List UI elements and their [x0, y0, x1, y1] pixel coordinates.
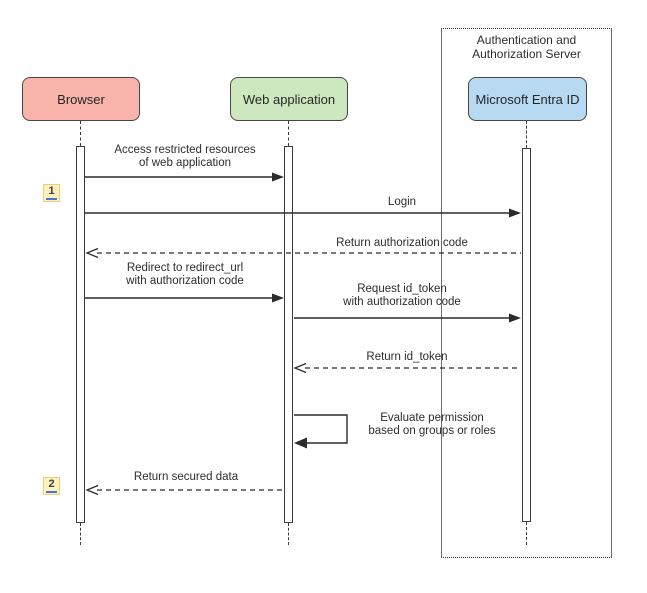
entra-activation-bar [522, 148, 531, 522]
message-label-return-secured-data: Return secured data [133, 471, 239, 483]
step-2-badge[interactable]: 2 [43, 477, 60, 495]
arrowhead-icon [294, 437, 307, 449]
message-label-login: Login [387, 196, 417, 208]
step-1-number: 1 [46, 186, 57, 200]
step-1-badge[interactable]: 1 [43, 184, 60, 202]
evaluate-permission-self-arrow [294, 414, 348, 449]
open-arrowhead-icon [85, 484, 99, 496]
actor-microsoft-entra-id: Microsoft Entra ID [468, 77, 587, 121]
browser-lifeline-tail [80, 523, 81, 545]
access-restricted-arrow [85, 172, 284, 182]
browser-activation-bar [76, 146, 85, 523]
arrowhead-icon [272, 172, 284, 182]
actor-web-application-label: Web application [242, 91, 336, 107]
return-id-token-arrow [293, 362, 521, 374]
step-2-number: 2 [46, 479, 57, 493]
web-application-lifeline-tail [288, 523, 289, 545]
message-label-return-auth-code: Return authorization code [336, 237, 468, 249]
message-label-redirect: Redirect to redirect_url with authorizat… [126, 262, 244, 287]
browser-lifeline [80, 121, 81, 146]
message-label-return-id-token: Return id_token [366, 351, 448, 363]
web-application-activation-bar [284, 146, 293, 523]
web-application-lifeline [288, 121, 289, 146]
auth-server-group-label: Authentication and Authorization Server [472, 33, 581, 61]
arrowhead-icon [509, 208, 521, 218]
actor-browser: Browser [22, 77, 140, 121]
open-arrowhead-icon [85, 247, 99, 259]
actor-browser-label: Browser [57, 91, 105, 107]
message-label-access-restricted: Access restricted resources of web appli… [114, 144, 256, 169]
request-id-token-arrow [294, 313, 521, 323]
message-label-request-id-token: Request id_token with authorization code [343, 283, 461, 308]
entra-lifeline [526, 121, 527, 148]
return-auth-code-arrow [85, 247, 521, 259]
auth-server-group: Authentication and Authorization Server [441, 28, 612, 558]
redirect-arrow [85, 293, 284, 303]
actor-microsoft-entra-id-label: Microsoft Entra ID [475, 91, 580, 107]
entra-lifeline-tail [526, 522, 527, 545]
message-label-evaluate-permission: Evaluate permission based on groups or r… [368, 412, 496, 437]
open-arrowhead-icon [293, 362, 307, 374]
actor-web-application: Web application [230, 77, 348, 121]
login-arrow [85, 208, 521, 218]
return-secured-data-arrow [85, 484, 284, 496]
arrowhead-icon [509, 313, 521, 323]
arrowhead-icon [272, 293, 284, 303]
